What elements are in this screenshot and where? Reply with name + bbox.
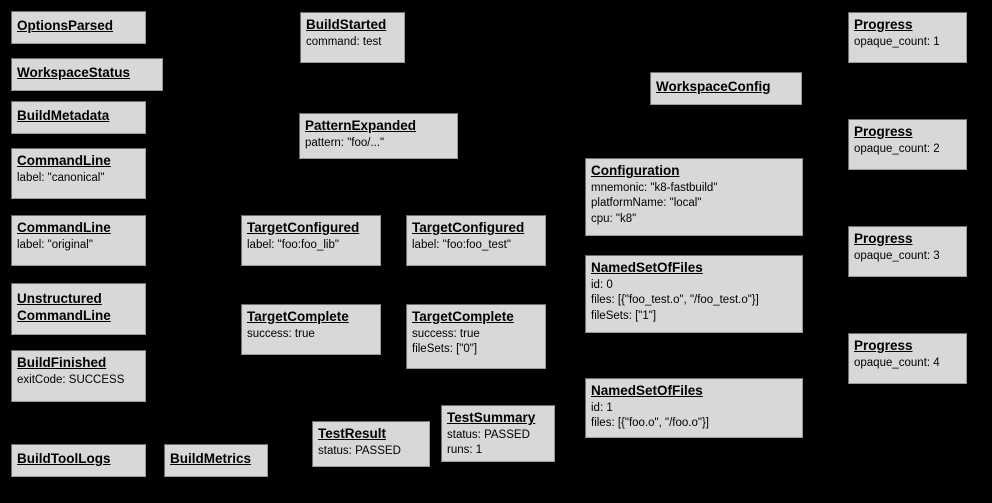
event-node-field: opaque_count: 2 [854,142,940,155]
event-node-named-set-of-files-1[interactable]: NamedSetOfFiles id: 1 files: [{"foo.o", "/… [585,378,803,438]
event-node-title: BuildMetadata [17,108,110,124]
event-node-command-line-original[interactable]: CommandLine label: "original" [11,215,146,266]
event-node-title: Progress [854,231,913,246]
event-node-build-started[interactable]: BuildStarted command: test [300,12,405,63]
event-node-title: Unstructured CommandLine [17,291,111,323]
event-node-title: Progress [854,17,913,32]
event-node-build-metadata[interactable]: BuildMetadata [11,101,146,134]
event-node-pattern-expanded[interactable]: PatternExpanded pattern: "foo/..." [299,113,458,159]
event-node-title: CommandLine [17,153,111,168]
event-node-title: WorkspaceConfig [656,79,771,95]
event-node-field: success: true [412,327,480,340]
event-node-unstructured-command-line[interactable]: Unstructured CommandLine [11,283,146,335]
event-node-target-configured-foo-lib[interactable]: TargetConfigured label: "foo:foo_lib" [241,215,381,266]
event-node-command-line-canonical[interactable]: CommandLine label: "canonical" [11,148,146,199]
event-node-test-summary[interactable]: TestSummary status: PASSED runs: 1 [441,405,555,462]
event-node-title: BuildToolLogs [17,451,111,467]
event-node-workspace-status[interactable]: WorkspaceStatus [11,58,163,91]
event-node-build-tool-logs[interactable]: BuildToolLogs [11,444,146,477]
event-node-field: mnemonic: "k8-fastbuild" [591,181,718,194]
event-node-field: label: "foo:foo_test" [412,238,511,251]
event-node-title: BuildStarted [306,17,387,32]
event-node-field: status: PASSED [447,428,530,441]
event-node-named-set-of-files-0[interactable]: NamedSetOfFiles id: 0 files: [{"foo_test.o… [585,255,803,333]
event-node-field: id: 0 [591,278,613,291]
event-node-field: id: 1 [591,401,613,414]
event-node-progress-4[interactable]: Progress opaque_count: 4 [848,333,967,384]
event-node-progress-1[interactable]: Progress opaque_count: 1 [848,12,967,63]
event-node-field: label: "foo:foo_lib" [247,238,339,251]
event-node-title: BuildMetrics [170,451,252,467]
event-node-title: TestSummary [447,410,536,425]
event-node-workspace-config[interactable]: WorkspaceConfig [650,72,802,105]
event-node-target-complete-lib[interactable]: TargetComplete success: true [241,304,381,355]
event-node-title: NamedSetOfFiles [591,260,703,275]
event-node-title: NamedSetOfFiles [591,383,703,398]
event-node-field: label: "canonical" [17,171,105,184]
event-node-field: label: "original" [17,238,93,251]
event-node-field: opaque_count: 3 [854,249,940,262]
event-node-title: CommandLine [17,220,111,235]
event-node-title: TargetComplete [247,309,349,324]
event-node-field: files: [{"foo.o", "/foo.o"}] [591,417,709,430]
event-node-title: OptionsParsed [17,18,114,34]
event-node-field: success: true [247,327,315,340]
event-node-field: cpu: "k8" [591,213,637,226]
event-node-field: command: test [306,35,382,48]
event-node-field: runs: 1 [447,444,483,457]
event-node-target-configured-foo-test[interactable]: TargetConfigured label: "foo:foo_test" [406,215,546,266]
event-node-field: pattern: "foo/..." [305,136,385,149]
event-node-title: Configuration [591,163,680,178]
event-node-build-metrics[interactable]: BuildMetrics [164,444,268,477]
event-node-field: fileSets: ["0"] [412,343,478,356]
event-node-field: exitCode: SUCCESS [17,373,125,386]
event-node-options-parsed[interactable]: OptionsParsed [11,11,146,44]
event-node-title: Progress [854,338,913,353]
event-node-title: BuildFinished [17,355,107,370]
event-node-title: WorkspaceStatus [17,65,131,81]
event-node-field: files: [{"foo_test.o", "/foo_test.o"}] [591,294,759,307]
event-node-target-complete-test[interactable]: TargetComplete success: true fileSets: ["0… [406,304,546,369]
event-node-title: TargetComplete [412,309,514,324]
event-node-test-result[interactable]: TestResult status: PASSED [312,421,430,467]
event-node-field: opaque_count: 1 [854,35,940,48]
event-node-title: TestResult [318,426,387,441]
event-node-configuration[interactable]: Configuration mnemonic: "k8-fastbuild" pla… [585,158,803,236]
event-node-field: opaque_count: 4 [854,356,940,369]
event-node-title: TargetConfigured [247,220,360,235]
event-node-title: Progress [854,124,913,139]
event-node-field: platformName: "local" [591,197,702,210]
event-node-progress-3[interactable]: Progress opaque_count: 3 [848,226,967,277]
event-node-title: PatternExpanded [305,118,417,133]
event-node-field: status: PASSED [318,444,401,457]
event-node-progress-2[interactable]: Progress opaque_count: 2 [848,119,967,170]
event-node-build-finished[interactable]: BuildFinished exitCode: SUCCESS [11,350,146,402]
event-node-title: TargetConfigured [412,220,525,235]
event-node-field: fileSets: ["1"] [591,310,657,323]
